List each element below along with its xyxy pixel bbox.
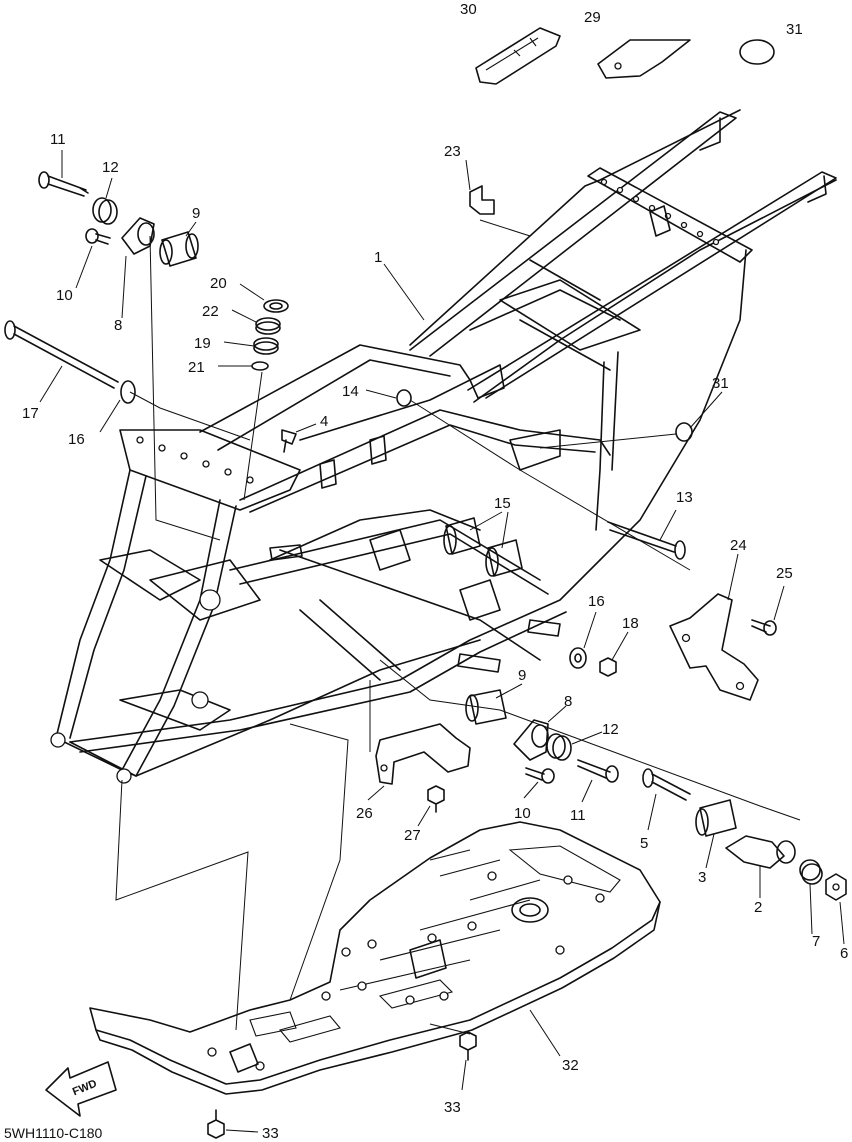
callout-22: 22 — [202, 303, 219, 320]
callout-8: 8 — [114, 317, 122, 334]
callout-labels: 30 29 31 11 12 9 10 8 20 22 19 21 17 16 … — [22, 1, 848, 1142]
callout-9b: 9 — [518, 667, 526, 684]
part-6-nut — [825, 873, 847, 901]
part-29-plate — [597, 39, 691, 79]
part-8-bracket — [121, 217, 155, 255]
callout-4: 4 — [320, 413, 328, 430]
part-31-grommet-2 — [675, 422, 693, 442]
callout-31b: 31 — [712, 375, 729, 392]
part-12-collar-right — [546, 733, 572, 761]
callout-29: 29 — [584, 9, 601, 26]
callout-12: 12 — [102, 159, 119, 176]
part-12-collar — [92, 197, 118, 225]
callout-15: 15 — [494, 495, 511, 512]
callout-10b: 10 — [514, 805, 531, 822]
callout-11: 11 — [50, 131, 66, 148]
assembly-guide-lines — [115, 219, 801, 1035]
callout-9: 9 — [192, 205, 200, 222]
part-31-grommet — [739, 39, 775, 65]
part-11-bolt-right — [577, 759, 619, 783]
part-21-washer — [251, 361, 269, 371]
part-15-damper — [443, 517, 523, 577]
part-9-bushing — [159, 231, 199, 267]
part-33-bolt-a — [459, 1031, 477, 1061]
callout-26: 26 — [356, 805, 373, 822]
callout-12b: 12 — [602, 721, 619, 738]
part-4-screw — [281, 429, 297, 453]
part-11-bolt — [38, 171, 89, 197]
part-22-bearing — [255, 317, 281, 335]
callout-18: 18 — [622, 615, 639, 632]
part-16-washer — [120, 380, 136, 404]
callout-16: 16 — [68, 431, 85, 448]
callout-5: 5 — [640, 835, 648, 852]
fwd-arrow-icon: FWD — [45, 1061, 117, 1117]
callout-31: 31 — [786, 21, 803, 38]
part-2-bracket — [725, 835, 796, 869]
part-33-bolt-b — [207, 1109, 225, 1139]
part-5-bolt — [642, 768, 691, 801]
part-3-bushing — [695, 799, 737, 837]
diagram-code: 5WH1110-C180 — [4, 1125, 103, 1141]
part-30-clip — [475, 27, 561, 85]
part-19-bearing — [253, 337, 279, 355]
callout-1: 1 — [374, 249, 382, 266]
callout-14: 14 — [342, 383, 359, 400]
main-frame — [50, 109, 837, 784]
part-23-bracket — [469, 185, 495, 215]
callout-23: 23 — [444, 143, 461, 160]
fwd-label: FWD — [71, 1078, 99, 1099]
callout-27: 27 — [404, 827, 421, 844]
callout-20: 20 — [210, 275, 227, 292]
callout-24: 24 — [730, 537, 747, 554]
callout-32: 32 — [562, 1057, 579, 1074]
callout-6: 6 — [840, 945, 848, 962]
part-27-bolt — [427, 785, 445, 813]
callout-25: 25 — [776, 565, 793, 582]
callout-7: 7 — [812, 933, 820, 950]
skid-plate-holes — [207, 871, 605, 1071]
callout-8b: 8 — [564, 693, 572, 710]
part-13-long-bolt — [607, 521, 686, 560]
callout-leaders — [39, 150, 845, 1133]
callout-33a: 33 — [444, 1099, 461, 1116]
part-32-skid-plate — [89, 821, 661, 1095]
part-24-bracket — [669, 593, 759, 701]
callout-19: 19 — [194, 335, 211, 352]
callout-21: 21 — [188, 359, 205, 376]
part-18-nut — [599, 657, 617, 677]
part-16-washer-right — [569, 647, 587, 669]
part-14-grommet — [396, 389, 412, 407]
part-17-long-bolt — [4, 320, 119, 389]
part-25-bolt — [751, 619, 777, 636]
part-20-seal — [263, 299, 289, 313]
callout-10: 10 — [56, 287, 73, 304]
part-9-bushing-right — [465, 689, 507, 725]
callout-30: 30 — [460, 1, 477, 18]
callout-3: 3 — [698, 869, 706, 886]
callout-11b: 11 — [570, 807, 586, 824]
part-7-collar — [799, 859, 823, 885]
callout-16b: 16 — [588, 593, 605, 610]
callout-2: 2 — [754, 899, 762, 916]
callout-33b: 33 — [262, 1125, 279, 1142]
callout-13: 13 — [676, 489, 693, 506]
part-10-bolt — [85, 228, 111, 245]
part-26-bracket — [375, 723, 471, 785]
part-10-bolt-right — [525, 767, 555, 784]
callout-17: 17 — [22, 405, 39, 422]
